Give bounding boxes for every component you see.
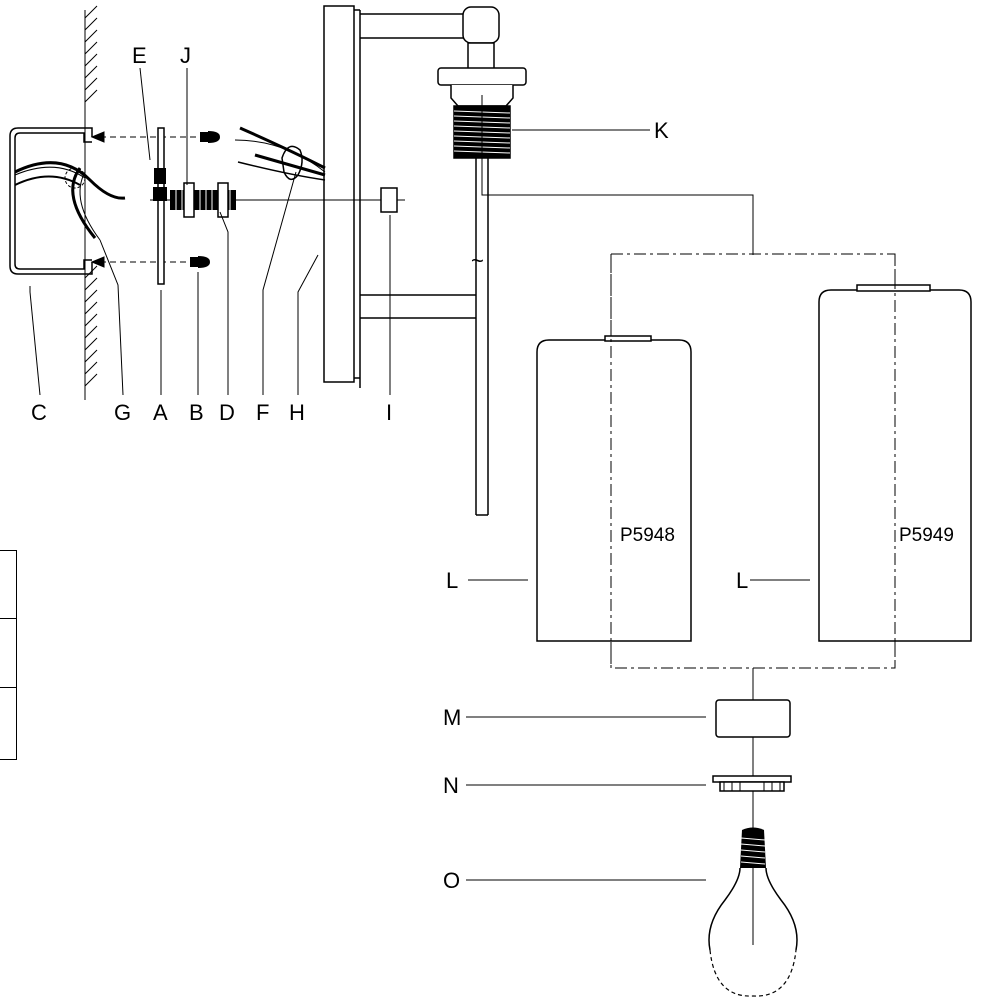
lower-arm bbox=[360, 294, 476, 319]
wall-backplate bbox=[323, 5, 361, 388]
upper-arm bbox=[360, 6, 500, 70]
label-f: F bbox=[256, 400, 269, 425]
label-b: B bbox=[189, 400, 204, 425]
shade-ring-m bbox=[715, 699, 791, 738]
label-c: C bbox=[31, 400, 47, 425]
nut-i bbox=[380, 187, 398, 213]
label-l-right: L bbox=[736, 568, 748, 593]
label-n: N bbox=[443, 773, 459, 798]
crossbar-plate bbox=[153, 127, 167, 285]
label-g: G bbox=[114, 400, 131, 425]
label-k: K bbox=[654, 118, 669, 143]
leader-lines bbox=[29, 67, 810, 881]
wall-wires bbox=[14, 161, 126, 241]
label-d: D bbox=[219, 400, 235, 425]
mounting-screw-top bbox=[200, 131, 220, 143]
table-row bbox=[0, 688, 16, 756]
label-a: A bbox=[153, 400, 168, 425]
cord-line bbox=[481, 158, 754, 255]
table-row bbox=[0, 551, 16, 619]
break-symbol: ~ bbox=[471, 248, 484, 273]
label-i: I bbox=[386, 400, 392, 425]
screw-arrows bbox=[90, 131, 200, 268]
label-o: O bbox=[443, 868, 460, 893]
fixture-wires bbox=[234, 126, 326, 181]
product-code-right: P5949 bbox=[899, 525, 954, 546]
light-bulb bbox=[708, 827, 798, 997]
wall-hatching bbox=[84, 5, 98, 400]
junction-box bbox=[9, 127, 93, 275]
side-table-fragment bbox=[0, 550, 17, 760]
mounting-screw-bottom bbox=[190, 256, 210, 268]
stem-tube bbox=[475, 158, 489, 516]
label-e: E bbox=[132, 43, 147, 68]
threaded-nipple bbox=[150, 182, 405, 218]
glass-shade-left bbox=[536, 335, 692, 642]
label-l-left: L bbox=[446, 568, 458, 593]
label-m: M bbox=[443, 705, 461, 730]
table-row bbox=[0, 619, 16, 688]
product-code-left: P5948 bbox=[620, 525, 675, 546]
washer-n bbox=[712, 775, 792, 792]
fitter-socket bbox=[437, 67, 527, 160]
label-j: J bbox=[180, 43, 191, 68]
label-h: H bbox=[289, 400, 305, 425]
